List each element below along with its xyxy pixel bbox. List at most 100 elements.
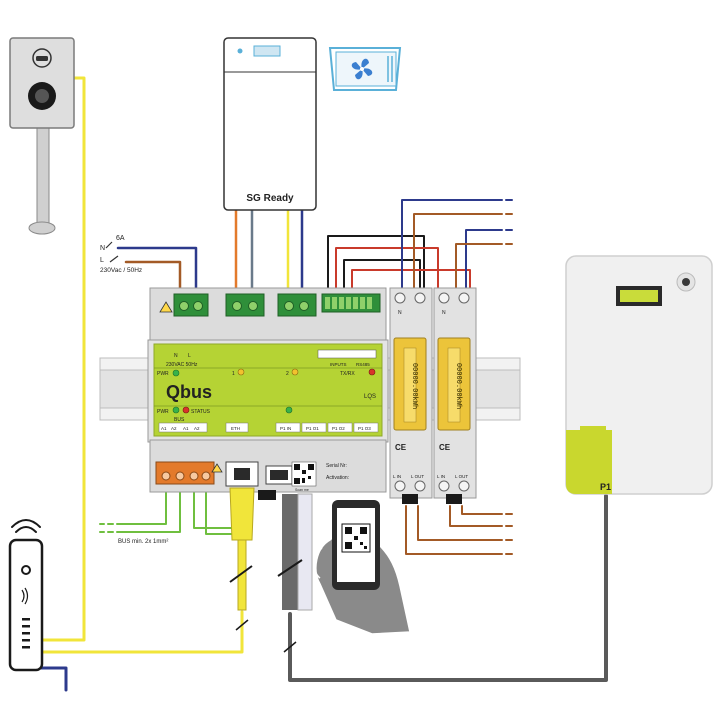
term-a1-2: A1 bbox=[183, 426, 189, 431]
energy-meter-1: N 00000.00kWh CE L IN L OUT bbox=[389, 287, 433, 499]
activation-label: Activation: bbox=[326, 475, 349, 481]
terminal-block-relay-2 bbox=[277, 293, 317, 317]
ev-charger bbox=[9, 37, 75, 235]
energy-meter-2: N 00000.00kWh CE L IN L OUT bbox=[433, 287, 477, 499]
txrx-label: TX/RX bbox=[340, 371, 355, 377]
term-eth: ETH bbox=[231, 426, 240, 431]
p1-port-area bbox=[566, 430, 612, 494]
rs485-label: RS485 bbox=[356, 362, 370, 367]
supply-n: N bbox=[174, 353, 178, 359]
term-p101: P1 O1 bbox=[306, 426, 319, 431]
bus-pwr-led bbox=[172, 406, 180, 414]
meter-2-lout: L OUT bbox=[455, 474, 468, 479]
ethernet-wire bbox=[40, 610, 244, 654]
supply-l: L bbox=[188, 353, 191, 359]
router-body bbox=[8, 538, 44, 672]
pwr-led bbox=[172, 369, 180, 377]
smartphone-icon bbox=[332, 500, 380, 590]
breaker-rating: 6A bbox=[116, 235, 125, 242]
terminal-block-supply bbox=[173, 293, 209, 317]
term-a2-2: A2 bbox=[194, 426, 200, 431]
terminal-block-relay-1 bbox=[225, 293, 265, 317]
ev-charger-wire bbox=[40, 76, 86, 642]
bottom-terminal-labels: A1 A2 A1 A2 ETH P1 IN P1 O1 P1 O2 P1 O3 bbox=[158, 422, 379, 433]
p1-led bbox=[285, 406, 293, 414]
heat-pump-body bbox=[223, 37, 317, 211]
bus-spec-label: BUS min. 2x 1mm² bbox=[118, 539, 168, 545]
meter2-neutral-in bbox=[465, 229, 497, 291]
meter1-out-2 bbox=[417, 505, 497, 541]
meter1-out-1 bbox=[405, 505, 497, 555]
module-front-panel bbox=[153, 343, 383, 437]
pwr-label: PWR bbox=[157, 371, 169, 377]
terminal-block-bus bbox=[155, 461, 215, 485]
breaker-supply: 230Vac / 50Hz bbox=[100, 267, 142, 274]
black-wire-2 bbox=[343, 259, 421, 297]
relay-1-led bbox=[237, 368, 245, 376]
wires bbox=[38, 76, 608, 692]
meter-2-lin: L IN bbox=[437, 474, 445, 479]
fan-icon bbox=[351, 58, 373, 80]
meter-2-reading: 00000.00kWh bbox=[455, 363, 463, 409]
digital-meter: P1 bbox=[565, 255, 713, 495]
heat-pump-display bbox=[253, 45, 281, 57]
router bbox=[8, 519, 44, 672]
pwr-label-2: PWR bbox=[157, 409, 169, 415]
terminal-block-inputs bbox=[321, 293, 381, 313]
status-led bbox=[182, 406, 190, 414]
wifi-icon bbox=[11, 519, 41, 533]
term-a2-1: A2 bbox=[171, 426, 177, 431]
meter-2-n: N bbox=[442, 310, 446, 316]
status-label: STATUS bbox=[191, 409, 211, 415]
breaker: 6A N L 230Vac / 50Hz bbox=[100, 235, 142, 274]
bus-label: BUS bbox=[174, 417, 185, 423]
term-p103: P1 O3 bbox=[358, 426, 371, 431]
p1-label: P1 bbox=[600, 482, 611, 492]
breaker-n: N bbox=[100, 245, 105, 252]
warning-icon bbox=[211, 463, 223, 473]
sg-ready-label: SG Ready bbox=[246, 193, 294, 204]
meter-1-ce: CE bbox=[395, 443, 407, 452]
red-wire-2 bbox=[351, 269, 471, 297]
term-p102: P1 O2 bbox=[332, 426, 345, 431]
heat-pump: SG Ready bbox=[223, 37, 317, 211]
meter-1-reading: 00000.00kWh bbox=[411, 363, 419, 409]
qbus-module: N L 230VAC 50Hz PWR 1 2 INPUTS RS485 TX/… bbox=[147, 287, 389, 493]
breaker-l: L bbox=[100, 257, 104, 264]
meter2-out-1 bbox=[449, 505, 497, 527]
ev-charger-icon bbox=[32, 48, 52, 68]
warning-icon bbox=[159, 301, 173, 313]
brand-name: Qbus bbox=[166, 382, 212, 402]
meter-1-n: N bbox=[398, 310, 402, 316]
black-wire-1 bbox=[327, 235, 425, 297]
txrx-led bbox=[368, 368, 376, 376]
scan-me-label: Scan me bbox=[295, 488, 309, 492]
meter-2-ce: CE bbox=[439, 443, 451, 452]
router-blue-wire bbox=[38, 666, 68, 692]
meter1-neutral-in bbox=[401, 199, 497, 291]
serial-nr-label: Serial Nr: bbox=[326, 463, 347, 469]
meter1-line-in bbox=[413, 213, 497, 291]
breaker-neutral-wire bbox=[116, 246, 198, 296]
relay-2-label: 2 bbox=[286, 371, 289, 377]
relay-1-label: 1 bbox=[232, 371, 235, 377]
meter2-line-in bbox=[455, 243, 497, 291]
supply-spec: 230VAC 50Hz bbox=[166, 362, 198, 368]
heat-pump-icon bbox=[328, 47, 402, 91]
model-label: LQS bbox=[364, 394, 376, 400]
inputs-label: INPUTS bbox=[330, 362, 347, 367]
meter2-out-2 bbox=[461, 505, 497, 515]
bus-wire-3 bbox=[193, 481, 235, 529]
ethernet-plug bbox=[229, 487, 255, 631]
meter-1-lout: L OUT bbox=[411, 474, 424, 479]
qr-code-icon bbox=[291, 461, 317, 487]
term-p1in: P1 IN bbox=[280, 426, 291, 431]
p1-plug bbox=[277, 493, 313, 653]
bus-wire-2 bbox=[121, 481, 181, 533]
term-a1-1: A1 bbox=[161, 426, 167, 431]
qr-code-icon bbox=[341, 523, 371, 553]
breaker-line-wire bbox=[124, 260, 182, 296]
qbus-logo: Qbus bbox=[166, 382, 212, 402]
relay-2-led bbox=[291, 368, 299, 376]
